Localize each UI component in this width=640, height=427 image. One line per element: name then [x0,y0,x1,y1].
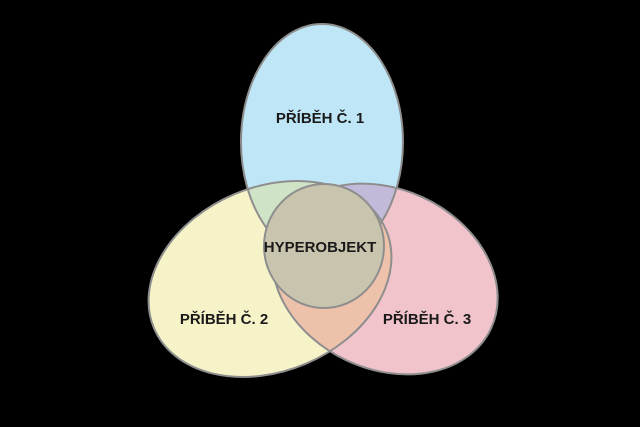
story-2-outline [147,180,393,378]
hyperobject-circle [263,183,385,309]
story-1-label: PŘÍBĚH Č. 1 [276,109,364,127]
story-2-label: PŘÍBĚH Č. 2 [180,310,268,328]
story-3-label: PŘÍBĚH Č. 3 [383,310,471,328]
hyperobject-label: HYPEROBJEKT [264,239,377,256]
